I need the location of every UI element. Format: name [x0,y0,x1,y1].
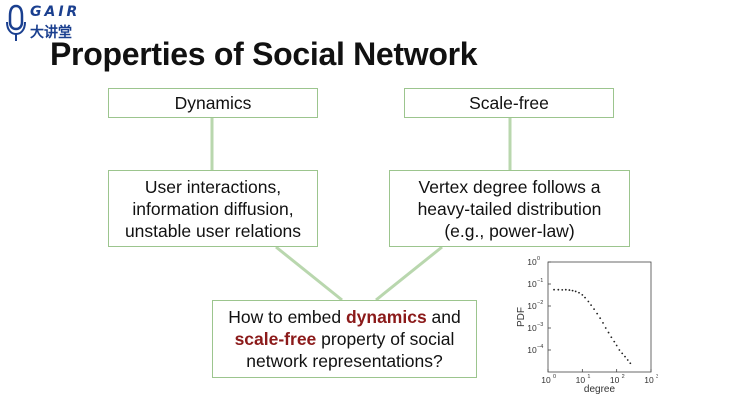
question-line-2: scale-free property of social [235,328,455,350]
question-text: How to embed [228,307,346,327]
y-tick-label: 10 [527,323,537,333]
gair-logo: GAIR 大讲堂 [4,2,94,44]
data-point [604,327,607,329]
scale-free-detail-line: heavy-tailed distribution [417,198,602,219]
data-point [590,304,592,306]
y-tick-exponent: 0 [537,256,540,262]
data-point [571,289,574,292]
y-tick-exponent: −3 [537,322,543,328]
data-point [574,290,577,293]
x-tick-label: 10 [644,375,654,385]
y-axis-label: PDF [516,307,527,327]
x-tick-exponent: 1 [587,374,590,380]
data-point [578,291,580,294]
question-line-3: network representations? [246,351,443,371]
microphone-icon [6,4,26,41]
x-tick-exponent: 0 [553,374,556,380]
data-point [613,340,616,343]
logo-subtitle: 大讲堂 [30,25,72,41]
data-point [581,293,584,296]
highlight-dynamics: dynamics [345,307,427,327]
y-tick-label: 10 [527,279,537,289]
dynamics-detail-line: unstable user relations [124,220,302,241]
x-tick-exponent: 2 [622,374,625,380]
question-text: and [426,307,461,327]
data-point [593,308,595,311]
slide-title: Properties of Social Network [50,36,478,72]
dynamics-detail-box: User interactions, information diffusion… [108,170,318,247]
scale-free-detail-box: Vertex degree follows a heavy-tailed dis… [389,170,630,247]
question-line-1: How to embed dynamics and [228,306,461,328]
scale-free-label: Scale-free [469,93,549,113]
data-point [626,359,629,361]
y-tick-exponent: −1 [537,278,543,284]
data-point [561,288,564,291]
scale-free-detail-line: Vertex degree follows a [418,176,601,197]
x-tick-label: 10 [576,375,586,385]
data-point [610,336,613,339]
data-point [629,362,632,365]
x-tick-exponent: 3 [656,374,658,380]
y-tick-exponent: −2 [537,300,543,306]
data-point [602,322,604,324]
data-point [553,288,555,291]
connector-scale-free-question [375,245,443,302]
logo-brand: GAIR [30,4,81,20]
dynamics-label: Dynamics [174,93,252,113]
y-tick-exponent: −4 [537,344,543,350]
question-text: property of social [316,329,455,349]
y-tick-label: 10 [527,345,537,355]
data-point [564,288,567,291]
dynamics-box: Dynamics [108,88,318,118]
data-point [557,288,560,291]
data-point [621,352,624,355]
data-point [618,349,621,351]
scale-free-box: Scale-free [404,88,614,118]
data-point [568,289,571,291]
scale-free-detail-line: (e.g., power-law) [444,220,575,241]
data-point [587,300,590,303]
question-box: How to embed dynamics and scale-free pro… [212,300,477,378]
chart-frame [547,261,652,373]
data-point [607,331,610,334]
data-point [615,344,618,347]
y-tick-label: 10 [527,257,537,267]
data-point [596,312,599,315]
x-tick-label: 10 [541,375,551,385]
y-tick-label: 10 [527,301,537,311]
x-axis-label: degree [584,384,616,395]
dynamics-detail-line: User interactions, [144,176,282,197]
data-point [584,296,586,299]
x-tick-label: 10 [610,375,620,385]
connector-dynamics-question [275,245,343,302]
dynamics-detail-line: information diffusion, [132,198,294,219]
data-point [599,317,602,320]
data-point [624,355,626,358]
highlight-scale-free: scale-free [234,329,317,349]
